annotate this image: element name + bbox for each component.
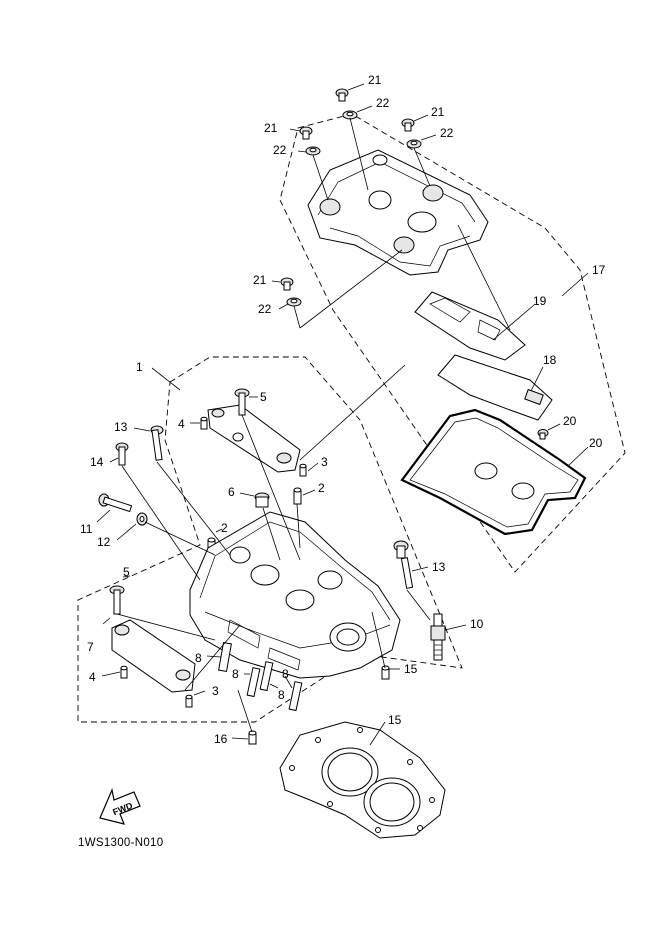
callout-19: 20 xyxy=(563,414,577,428)
callout-1: 1 xyxy=(136,360,143,374)
callout-15: 15 xyxy=(404,662,418,676)
cylinder-head-group-outline xyxy=(77,356,463,723)
cover-washer-22-a xyxy=(342,110,358,120)
dowel-pin-3-b xyxy=(185,694,193,708)
callout-13: 14 xyxy=(90,455,104,469)
dowel-pin-2-a xyxy=(293,487,302,505)
cover-bolt-21-b xyxy=(299,126,313,140)
callout-13: 13 xyxy=(114,420,128,434)
bolt-10 xyxy=(98,493,133,513)
gasket-18 xyxy=(414,291,526,361)
callout-3: 3 xyxy=(212,684,219,698)
dowel-pin-4-a xyxy=(200,416,208,430)
cover-washer-22-c xyxy=(406,139,422,149)
lower-cam-cap xyxy=(111,619,196,693)
callout-21: 21 xyxy=(431,105,445,119)
head-gasket-14 xyxy=(279,721,446,839)
cover-washer-22-d xyxy=(286,297,302,307)
callout-6: 6 xyxy=(228,485,235,499)
stud-8-c xyxy=(259,661,274,692)
callout-labels: 21 22 21 22 21 22 21 22 17 19 18 20 21 2… xyxy=(80,73,606,746)
upper-cam-cap xyxy=(207,404,301,473)
cylinder-head xyxy=(189,511,401,679)
bolt-5-lower xyxy=(109,585,125,615)
callout-22: 22 xyxy=(258,302,272,316)
bolt-13-b xyxy=(115,442,129,466)
callout-5: 5 xyxy=(260,390,267,404)
callout-5: 5 xyxy=(123,565,130,579)
diagram-code: 1WS1300-N010 xyxy=(78,837,163,849)
dowel-15-b xyxy=(248,730,257,745)
fwd-arrow-icon: FWD xyxy=(99,787,141,825)
callout-8: 8 xyxy=(278,688,285,702)
callout-7: 7 xyxy=(87,640,94,654)
callout-20: 20 xyxy=(589,436,603,450)
valve-cover xyxy=(307,149,489,276)
leader-lines xyxy=(96,83,589,746)
callout-8: 8 xyxy=(232,667,239,681)
callout-14: 15 xyxy=(388,713,402,727)
callout-8: 8 xyxy=(195,651,202,665)
stud-8-b xyxy=(246,667,261,698)
bolt-13-a xyxy=(150,425,164,461)
dowel-pin-4-b xyxy=(120,665,128,679)
cover-gasket-20 xyxy=(400,408,587,536)
cover-washer-22-b xyxy=(305,146,321,156)
callout-2: 2 xyxy=(318,481,325,495)
callout-9: 10 xyxy=(470,617,484,631)
plug-6 xyxy=(254,492,270,508)
callout-8: 8 xyxy=(282,667,289,681)
callout-2: 2 xyxy=(221,521,228,535)
stud-8-d xyxy=(288,681,303,712)
cylinder-head-cover-group-outline xyxy=(279,113,626,573)
callout-16: 17 xyxy=(592,263,606,277)
callout-22: 22 xyxy=(376,96,390,110)
callout-22: 22 xyxy=(440,126,454,140)
callout-17: 18 xyxy=(543,353,557,367)
dowel-15-a xyxy=(381,665,390,680)
bolt-19 xyxy=(537,429,549,440)
callout-15: 16 xyxy=(214,732,228,746)
callout-3: 3 xyxy=(321,455,328,469)
callout-12: 13 xyxy=(432,560,446,574)
stud-8-a xyxy=(218,641,232,673)
spark-plug-9 xyxy=(430,613,446,661)
dowel-pin-3-a xyxy=(299,463,307,477)
bolt-12 xyxy=(393,540,414,589)
cover-bolt-21-a xyxy=(335,88,349,102)
cover-bolt-21-c xyxy=(401,118,415,132)
washer-11 xyxy=(136,512,148,526)
callout-21: 21 xyxy=(264,121,278,135)
callout-10: 11 xyxy=(80,522,93,536)
gasket-17 xyxy=(437,354,553,421)
callout-4: 4 xyxy=(178,417,185,431)
callout-22: 22 xyxy=(273,143,287,157)
cover-bolt-21-d xyxy=(280,277,294,291)
callout-21: 21 xyxy=(253,273,267,287)
callout-21: 21 xyxy=(368,73,382,87)
callout-4: 4 xyxy=(89,670,96,684)
callout-11: 12 xyxy=(97,535,111,549)
callout-18: 19 xyxy=(533,294,547,308)
